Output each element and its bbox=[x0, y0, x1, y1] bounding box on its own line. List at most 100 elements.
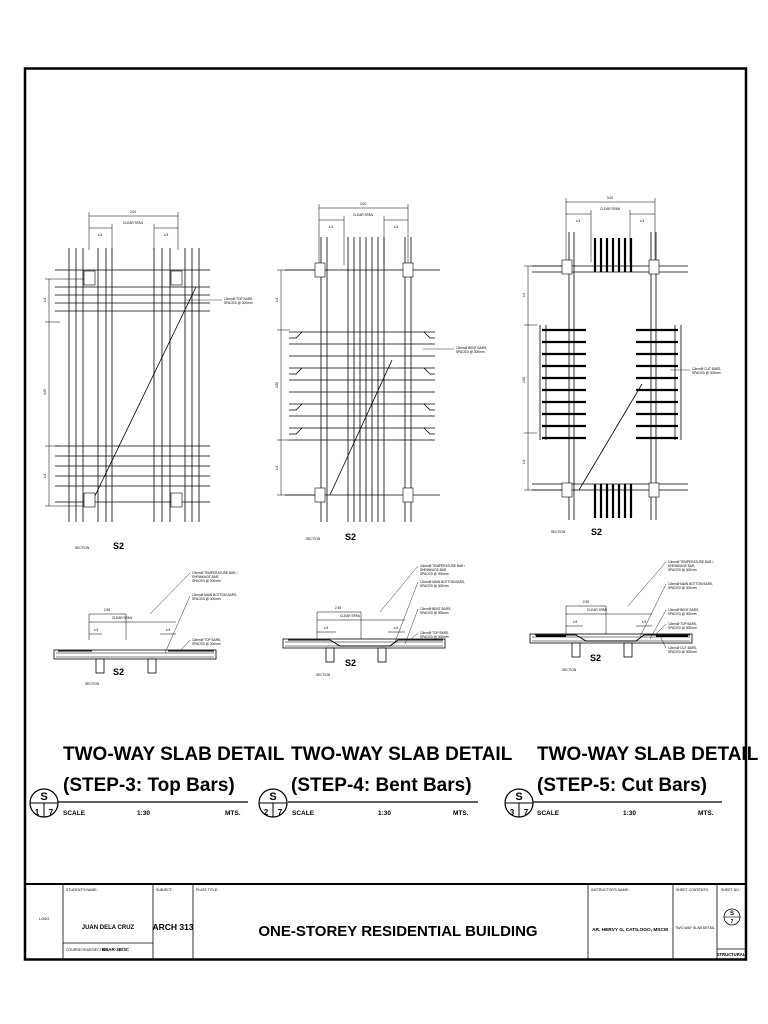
cut-bars-side bbox=[542, 328, 678, 440]
plan-bars bbox=[285, 237, 440, 522]
bubble-number: 3 bbox=[510, 808, 515, 817]
sheet-letter: S bbox=[730, 911, 734, 917]
instructor-label: INSTRUCTOR'S NAME: bbox=[591, 888, 629, 892]
section-callout-1-l3: SPACED @ 300mm bbox=[420, 572, 449, 576]
bubble-sheet: 7 bbox=[524, 808, 529, 817]
sheet-contents-label: SHEET CONTENTS: bbox=[676, 888, 709, 892]
bubble-number: 1 bbox=[35, 808, 40, 817]
section-callout-4-l1: 12mmØ TOP BARS, bbox=[668, 622, 697, 626]
section-callout-1-l2: SHRINKAGE BAR, bbox=[420, 568, 447, 572]
vdim-top: L/4 bbox=[43, 298, 47, 303]
instructor-name: AR. HERVY G. CATILOGO, MSCM bbox=[592, 927, 668, 933]
scale-label: SCALE bbox=[292, 810, 315, 817]
section-callout-1-l3: SPACED @ 300mm bbox=[192, 579, 221, 583]
dim-ln-left: L/4 bbox=[98, 233, 103, 237]
plan-section-label: SECTION bbox=[551, 530, 566, 534]
sheet-category: STRUCTURAL bbox=[717, 952, 746, 957]
section-dim-overall: 2.55 bbox=[104, 608, 110, 612]
plan-bars bbox=[532, 232, 688, 520]
dim-clear-span: CLEAR SPAN bbox=[353, 213, 374, 217]
student-name: JUAN DELA CRUZ bbox=[82, 925, 135, 931]
plan-slab-label: S2 bbox=[113, 541, 124, 551]
column-marks bbox=[83, 270, 183, 508]
section-drawing bbox=[282, 565, 446, 663]
plan-dimensions bbox=[45, 212, 179, 507]
dim-overall: 3.00 bbox=[607, 196, 613, 200]
detail-title-line1: TWO-WAY SLAB DETAIL bbox=[63, 744, 285, 765]
plan-callout-l1: 12mmØ CUT BARS, bbox=[692, 367, 721, 371]
sheet-number: 7 bbox=[731, 919, 734, 925]
plate-title: ONE-STOREY RESIDENTIAL BUILDING bbox=[258, 923, 537, 940]
plan-bars bbox=[55, 248, 210, 522]
vdim-total: 4.50 bbox=[43, 389, 47, 395]
dim-ln-right: L/4 bbox=[640, 219, 645, 223]
bubble-number: 2 bbox=[264, 808, 269, 817]
dim-ln-left: L/4 bbox=[329, 225, 334, 229]
section-callout-3-l1: 12mmØ BENT BARS, bbox=[668, 608, 699, 612]
section-callout-3-l2: SPACED @ 300mm bbox=[192, 642, 221, 646]
sheet-border bbox=[23, 67, 748, 961]
vdim-bottom: L/4 bbox=[275, 466, 279, 471]
plan-callout-l2: SPACED @ 300mm bbox=[692, 371, 721, 375]
section-slab-label: S2 bbox=[345, 658, 356, 668]
section-callout-5-l2: SPACED @ 300mm bbox=[668, 650, 697, 654]
section-dim-clear: CLEAR SPAN bbox=[340, 614, 361, 618]
section-section-label: SECTION bbox=[562, 668, 577, 672]
section-dim-clear: CLEAR SPAN bbox=[112, 616, 133, 620]
scale-value: 1:30 bbox=[137, 810, 150, 817]
plan-callout-l1: 12mmØ TOP BARS, bbox=[224, 297, 253, 301]
section-dim-ln-left: L/4 bbox=[324, 626, 329, 630]
section-section-label: SECTION bbox=[316, 673, 331, 677]
vdim-total: 4.50 bbox=[275, 382, 279, 388]
dim-ln-right: L/4 bbox=[394, 225, 399, 229]
section-callout-2-l2: SPACED @ 300mm bbox=[420, 584, 449, 588]
section-callout-1-l2: SHRINKAGE BAR, bbox=[192, 575, 219, 579]
section-slab-label: S2 bbox=[113, 667, 124, 677]
section-dim-ln-right: L/4 bbox=[166, 628, 171, 632]
column-marks bbox=[561, 259, 660, 498]
student-label: STUDENT'S NAME: bbox=[66, 888, 98, 892]
detail-step5: 3.00 CLEAR SPAN L/4 L/4 L/4 4.50 L/4 bbox=[504, 196, 759, 818]
section-callout-1-l3: SPACED @ 300mm bbox=[668, 568, 697, 572]
scale-label: SCALE bbox=[63, 810, 86, 817]
dim-overall: 3.00 bbox=[360, 202, 366, 206]
dim-ln-left: L/4 bbox=[576, 219, 581, 223]
sheet-contents-value: TWO-WAY SLAB DETAIL bbox=[675, 926, 715, 930]
plate-title-label: PLATE TITLE: bbox=[196, 888, 218, 892]
vdim-top: L/4 bbox=[275, 298, 279, 303]
bubble-sheet: 7 bbox=[49, 808, 54, 817]
section-callout-1-l2: SHRINKAGE BAR, bbox=[668, 564, 695, 568]
detail-step4: 3.00 CLEAR SPAN L/4 L/4 L/4 4.50 L/4 bbox=[258, 202, 513, 818]
section-drawing bbox=[53, 572, 217, 674]
bubble-sheet: 7 bbox=[278, 808, 283, 817]
section-dim-ln-left: L/4 bbox=[94, 628, 99, 632]
units-label: MTS. bbox=[453, 810, 469, 817]
section-slab-label: S2 bbox=[590, 653, 601, 663]
detail-title-line2: (STEP-5: Cut Bars) bbox=[537, 775, 707, 796]
detail-title-line2: (STEP-3: Top Bars) bbox=[63, 775, 235, 796]
section-dim-overall: 2.55 bbox=[335, 606, 341, 610]
section-callout-1-l1: 10mmØ TEMPERATURE BAR / bbox=[420, 564, 465, 568]
vdim-bottom: L/4 bbox=[522, 460, 526, 465]
section-callout-3-l2: SPACED @ 300mm bbox=[668, 612, 697, 616]
units-label: MTS. bbox=[698, 810, 714, 817]
section-callout-4-l1: 12mmØ TOP BARS, bbox=[420, 631, 449, 635]
scale-value: 1:30 bbox=[378, 810, 391, 817]
plan-section-label: SECTION bbox=[75, 546, 90, 550]
section-dim-ln-right: L/4 bbox=[394, 626, 399, 630]
plan-callout-l2: SPACED @ 300mm bbox=[224, 301, 253, 305]
logo-label: LOGO bbox=[39, 917, 49, 921]
vdim-bottom: L/4 bbox=[43, 474, 47, 479]
scale-label: SCALE bbox=[537, 810, 560, 817]
section-dim-ln-left: L/4 bbox=[573, 620, 578, 624]
scale-value: 1:30 bbox=[623, 810, 636, 817]
plan-dimensions bbox=[524, 198, 656, 491]
subject-label: SUBJECT: bbox=[156, 888, 173, 892]
plan-dimensions bbox=[277, 204, 409, 496]
detail-title-line1: TWO-WAY SLAB DETAIL bbox=[291, 744, 513, 765]
vdim-top: L/4 bbox=[522, 293, 526, 298]
bubble-letter: S bbox=[269, 791, 276, 803]
bubble-letter: S bbox=[40, 791, 47, 803]
bent-bar-cranks bbox=[289, 331, 435, 435]
